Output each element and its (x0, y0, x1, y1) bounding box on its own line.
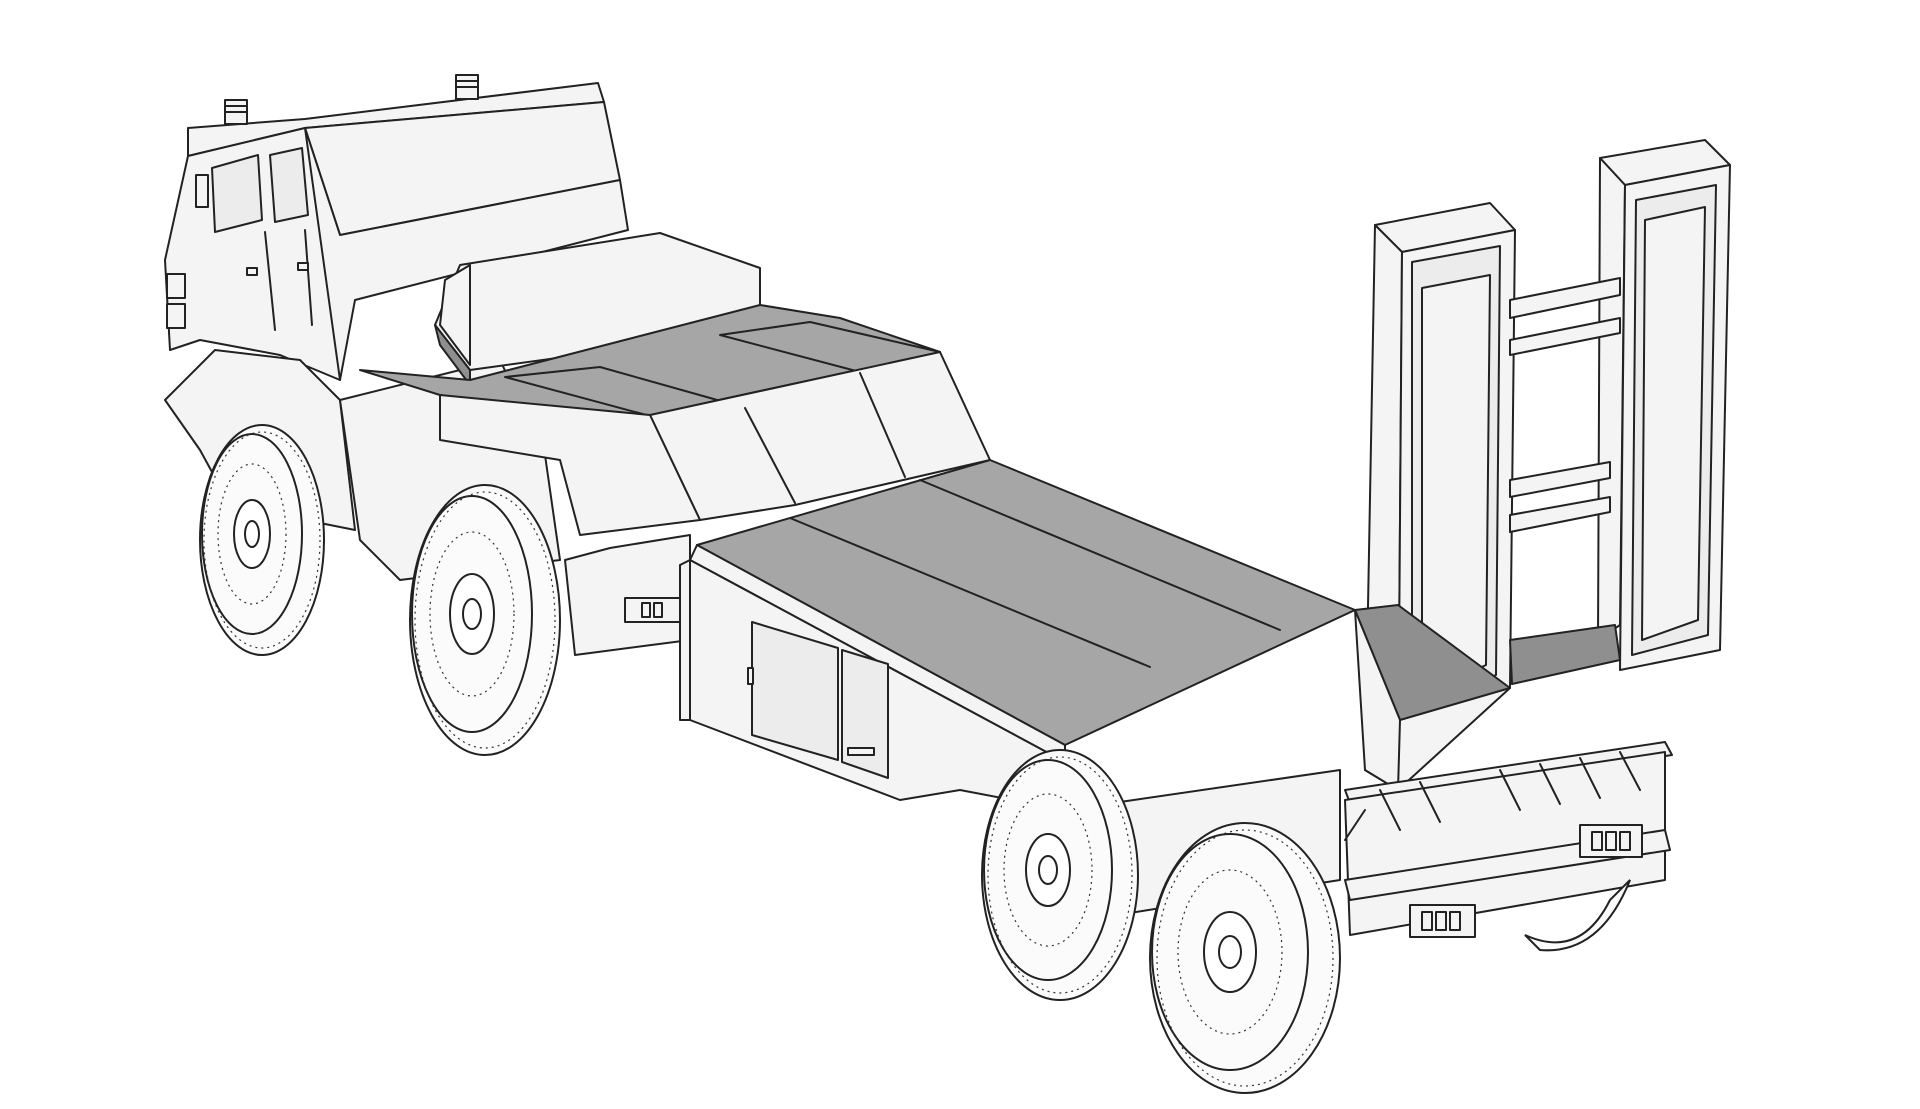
roof-beacon-left (224, 99, 248, 125)
tail-light-right (1579, 824, 1643, 858)
roof-beacon-right (455, 74, 479, 100)
tractor-tail-light (624, 597, 681, 623)
trailer-wheel-front (981, 749, 1139, 1001)
tail-light-left (1409, 904, 1476, 938)
loading-ramp-right (1597, 139, 1731, 671)
ramp-crossbars (1509, 277, 1621, 685)
trailer-wheel-far-side (1524, 879, 1631, 952)
tractor-wheel-front (199, 424, 325, 656)
cab-window (211, 154, 263, 233)
cab-window (269, 147, 309, 223)
tractor-wheel-rear (409, 484, 561, 756)
rear-bumper (1344, 741, 1673, 936)
storage-box (747, 621, 889, 779)
gooseneck-deck (359, 232, 991, 536)
trailer-wheel-rear (1149, 822, 1341, 1094)
